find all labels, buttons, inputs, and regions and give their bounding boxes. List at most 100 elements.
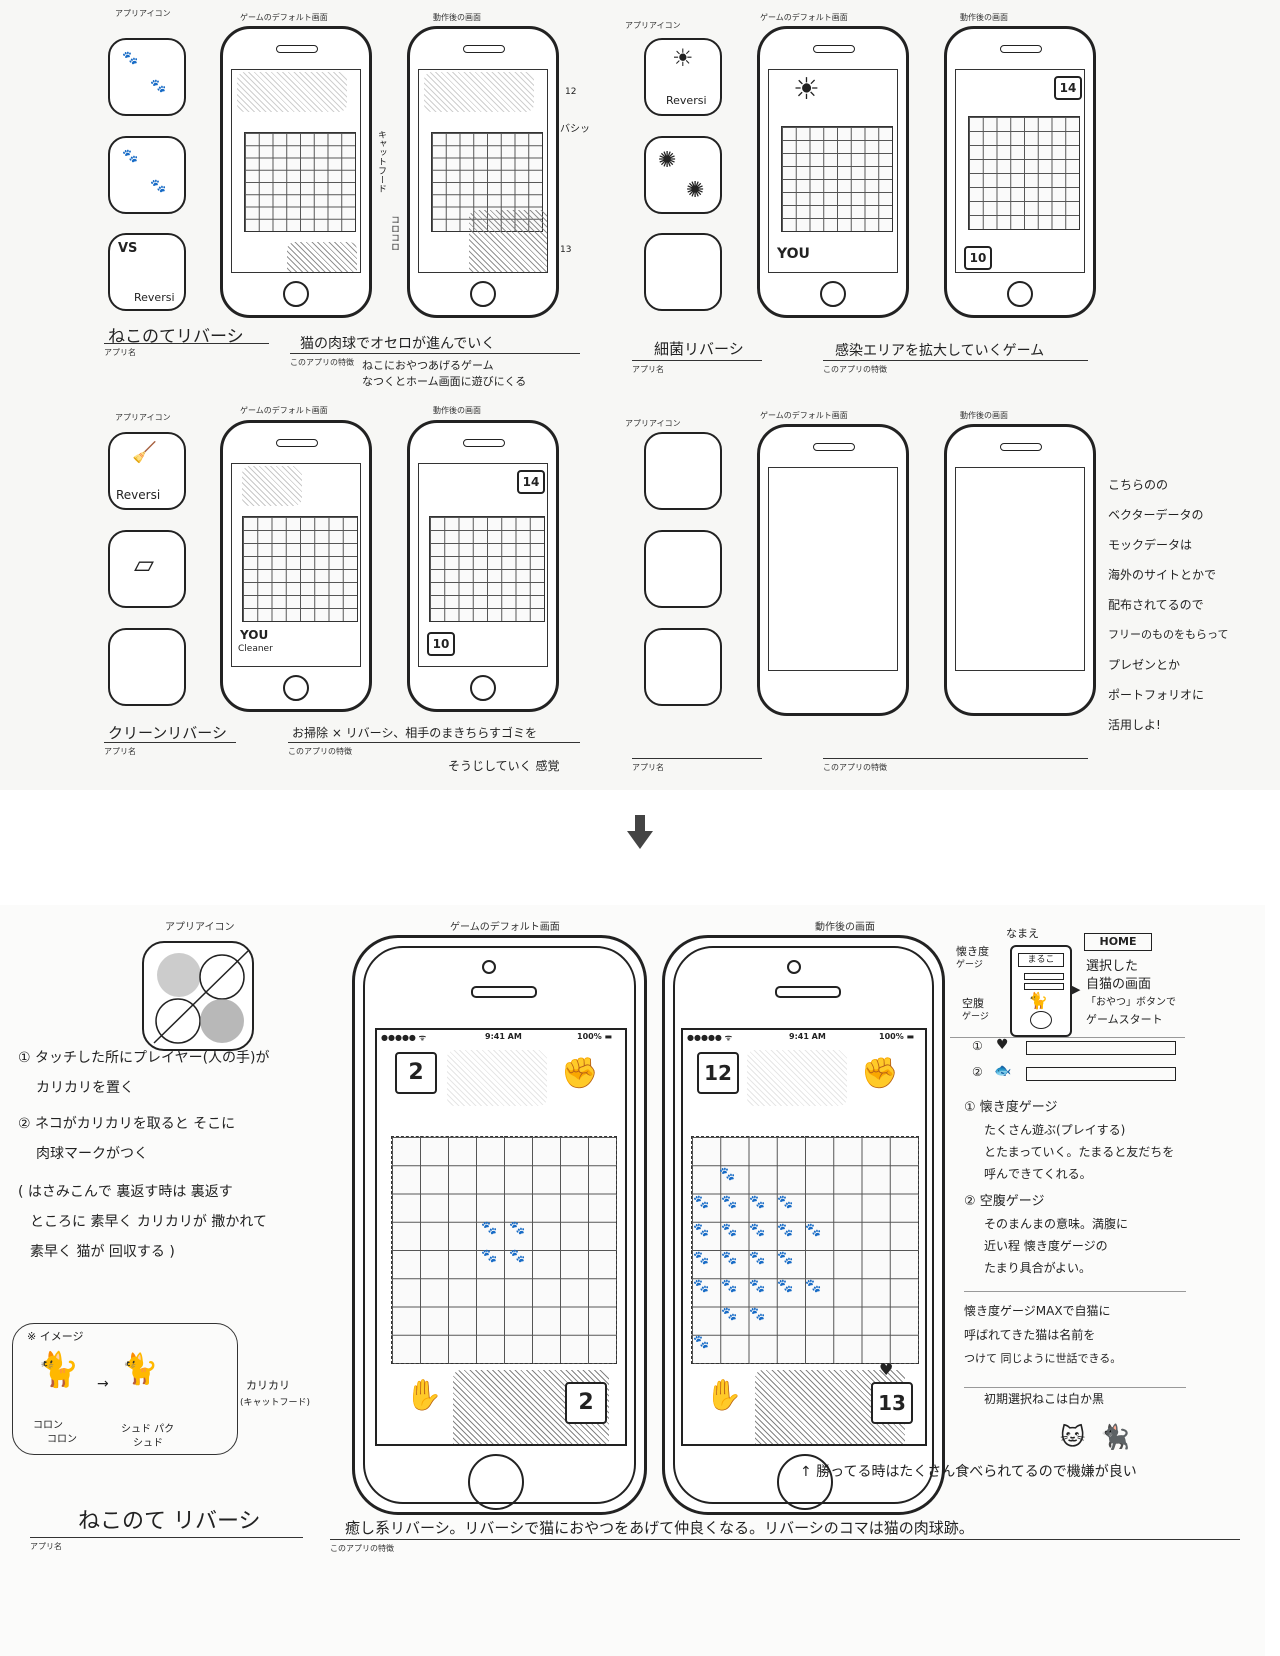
score-badge-bottom: 2 (565, 1382, 607, 1424)
reversi-board (968, 116, 1080, 230)
speaker (813, 45, 855, 53)
screen (231, 69, 361, 273)
germ-icon: ✺ (686, 178, 705, 203)
app-icon-neko-detail (142, 941, 254, 1051)
paw-icon: 🐾 (150, 179, 167, 194)
screen: ☀ YOU (768, 69, 898, 273)
label-app-feature-detail: このアプリの特徴 (330, 1544, 394, 1553)
underline-app-feature (290, 353, 580, 354)
score-badge-top: 2 (395, 1052, 437, 1094)
home-screen-card: まるこ 🐈 (1010, 945, 1072, 1037)
paw-white-icon: 🐾 (749, 1307, 766, 1322)
note-line: 呼んできてくれる。 (984, 1167, 1092, 1181)
home-button (470, 281, 496, 307)
note-line: 素早く 猫が 回収する ) (30, 1244, 175, 1260)
score-badge-bottom: 13 (871, 1382, 913, 1424)
header-app-icon-detail: アプリアイコン (165, 922, 235, 933)
camera (482, 960, 496, 974)
app-name-bacteria: 細菌リバーシ (654, 340, 744, 358)
header-app-icon-4: アプリアイコン (625, 419, 681, 428)
cat-sketch (469, 210, 547, 272)
karikari-sub-label: (キャットフード) (240, 1398, 311, 1408)
side-note-line: フリーのものをもらって (1108, 628, 1229, 641)
speaker (463, 45, 505, 53)
heart-icon: ♥ (996, 1037, 1009, 1053)
app-name-clean: クリーンリバーシ (108, 724, 227, 742)
status-battery: 100% ▬ (879, 1032, 915, 1041)
gauge2-num: ② (972, 1065, 983, 1079)
underline-app-feature-2 (823, 360, 1088, 361)
home-button (777, 1454, 833, 1510)
hand-sketch (747, 1050, 847, 1106)
reversi-board (391, 1136, 617, 1364)
speaker (276, 45, 318, 53)
speaker (276, 439, 318, 447)
speaker (463, 439, 505, 447)
hand-placing-food-icon: ✋ (705, 1378, 743, 1413)
black-cat-icon: 🐈‍⬛ (1100, 1423, 1130, 1451)
note-line: 初期選択ねこは白か黒 (984, 1392, 1105, 1406)
note-line: とたまっていく。たまると友だちを (984, 1145, 1175, 1159)
home-title: HOME (1084, 933, 1152, 951)
phone-detail-default: ●●●●● ᯤ 9:41 AM 100% ▬ 2 ✊ 🐾 🐾 🐾 🐾 ✋ 2 (352, 935, 647, 1515)
side-note-line: こちらのの (1108, 478, 1169, 492)
cleaner-label: Cleaner (238, 644, 273, 654)
annotation-12: 12 (565, 87, 577, 97)
paw-black-icon: 🐾 (693, 1251, 710, 1266)
annotation-13: 13 (560, 245, 572, 255)
underline-app-name-3 (104, 742, 236, 743)
paw-white-icon: 🐾 (777, 1279, 794, 1294)
affection-gauge-mini (1024, 973, 1064, 980)
icon-reversi-text: Reversi (116, 488, 161, 502)
app-name-detail: ねこのて リバーシ (78, 1509, 261, 1534)
label-app-name-3: アプリ名 (104, 747, 136, 756)
app-feature-clean-2: そうじしていく 感覚 (448, 759, 560, 773)
hand-sketch (424, 72, 534, 112)
underline-app-name (104, 343, 269, 344)
heart-icon: ♥ (879, 1360, 894, 1379)
paw-black-icon: 🐾 (509, 1249, 526, 1264)
header-default-screen: ゲームのデフォルト画面 (240, 13, 328, 22)
app-feature-clean-1: お掃除 × リバーシ、相手のまきちらすゴミを (292, 726, 537, 740)
annotation-catfood: キャットフード (376, 130, 386, 193)
paw-black-icon: 🐾 (693, 1335, 710, 1350)
paw-white-icon: 🐾 (721, 1195, 738, 1210)
cat-name-field: まるこ (1018, 953, 1064, 967)
status-time: 9:41 AM (789, 1032, 826, 1041)
paw-icon: 🐾 (122, 149, 139, 164)
home-button (283, 281, 309, 307)
phone-clean-after: 14 10 (407, 420, 559, 712)
down-arrow-icon (627, 815, 653, 851)
note-line: ② 空腹ゲージ (964, 1194, 1045, 1209)
phone-neko-after (407, 26, 559, 318)
reversi-board (244, 132, 356, 232)
note-line: ② ネコがカリカリを取ると そこに (18, 1116, 236, 1132)
paw-white-icon: 🐾 (509, 1221, 526, 1236)
app-icon-bacteria-1: ☀ Reversi (644, 38, 722, 116)
app-name-neko: ねこのてリバーシ (108, 327, 244, 347)
header-default-screen-detail: ゲームのデフォルト画面 (450, 922, 560, 933)
app-feature-bacteria: 感染エリアを拡大していくゲーム (835, 343, 1045, 359)
cat-sketch (287, 242, 357, 272)
home-desc-3: 「おやつ」ボタンで (1086, 997, 1176, 1008)
status-battery: 100% ▬ (577, 1032, 613, 1041)
reversi-board (429, 516, 545, 622)
mockup-sheet-detail: アプリアイコン ゲームのデフォルト画面 動作後の画面 ●●●●● ᯤ 9:41 … (0, 905, 1265, 1656)
label-app-feature-2: このアプリの特徴 (823, 365, 887, 374)
icon-reversi-text: Reversi (134, 291, 175, 304)
fish-icon: 🐟 (994, 1063, 1012, 1079)
phone-empty-after (944, 424, 1096, 716)
header-after-screen-4: 動作後の画面 (960, 411, 1008, 420)
home-button (283, 675, 309, 701)
label-app-name-detail: アプリ名 (30, 1542, 62, 1551)
status-carrier: ●●●●● ᯤ (687, 1033, 732, 1042)
hunger-label: 空腹 (962, 997, 984, 1010)
side-note-line: 活用しよ! (1108, 718, 1161, 732)
side-note-line: 海外のサイトとかで (1108, 568, 1217, 582)
speaker (1000, 443, 1042, 451)
image-illustration-box: ※ イメージ 🐈 🐈 → コロン コロン シュド パク シュド (12, 1323, 238, 1455)
paw-black-icon: 🐾 (721, 1307, 738, 1322)
home-desc-2: 自猫の画面 (1086, 977, 1152, 992)
hand-placing-food-icon: ✋ (405, 1378, 443, 1413)
note-line: カリカリを置く (36, 1080, 134, 1096)
